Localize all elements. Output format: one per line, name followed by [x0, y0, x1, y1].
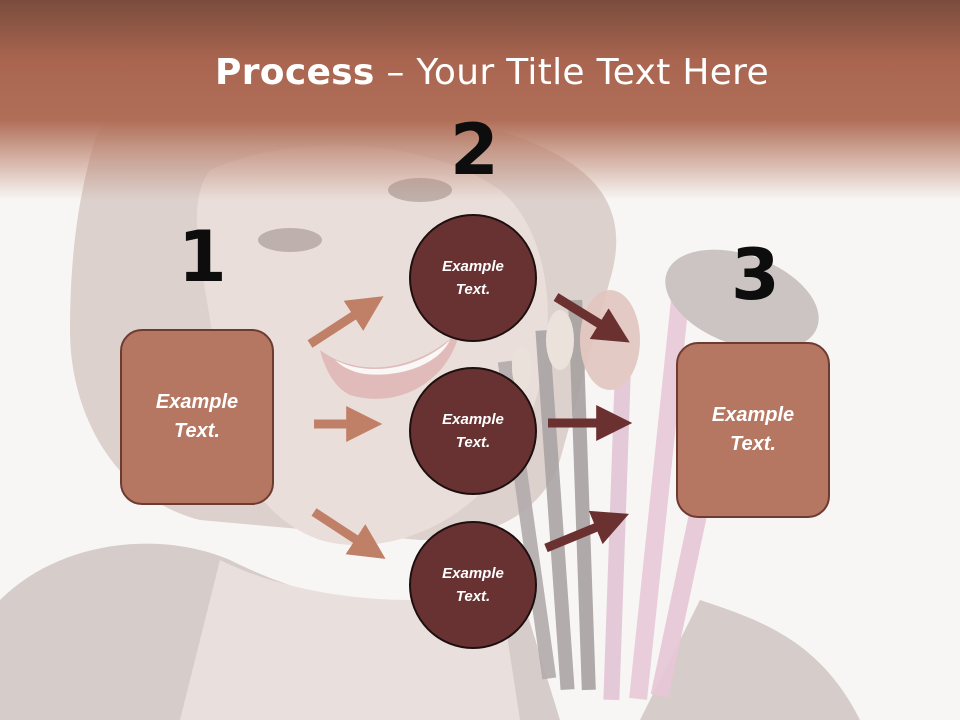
step-1-text-line2: Text.	[174, 420, 220, 442]
arrow-left-down	[311, 508, 386, 559]
step-3-text-line1: Example	[711, 404, 795, 426]
title-band	[0, 0, 960, 200]
circle-bottom-text-line1: Example	[442, 565, 504, 582]
step-3-box: Example Text.	[676, 342, 830, 518]
step-1-text-line1: Example	[155, 391, 239, 413]
step-2-circle-top: Example Text.	[409, 214, 537, 342]
arrow-left-up	[307, 296, 384, 348]
step-number-1: 1	[178, 216, 227, 298]
step-number-2: 2	[450, 109, 499, 191]
circle-top-text-line2: Text.	[455, 281, 491, 298]
circle-middle-text-line2: Text.	[455, 434, 491, 451]
slide-title: Process – Your Title Text Here	[0, 52, 960, 93]
arrow-right-down	[553, 293, 630, 343]
step-number-3: 3	[731, 234, 780, 316]
circle-middle-text-line1: Example	[442, 411, 504, 428]
circle-bottom-text-line2: Text.	[455, 588, 491, 605]
circle-top-text-line1: Example	[442, 258, 504, 275]
step-3-text-line2: Text.	[730, 433, 776, 455]
step-1-box: Example Text.	[120, 329, 274, 505]
step-2-circle-middle: Example Text.	[409, 367, 537, 495]
title-rest: – Your Title Text Here	[374, 52, 769, 93]
step-2-circle-bottom: Example Text.	[409, 521, 537, 649]
title-bold: Process	[215, 52, 375, 93]
arrow-right-up	[544, 510, 629, 553]
